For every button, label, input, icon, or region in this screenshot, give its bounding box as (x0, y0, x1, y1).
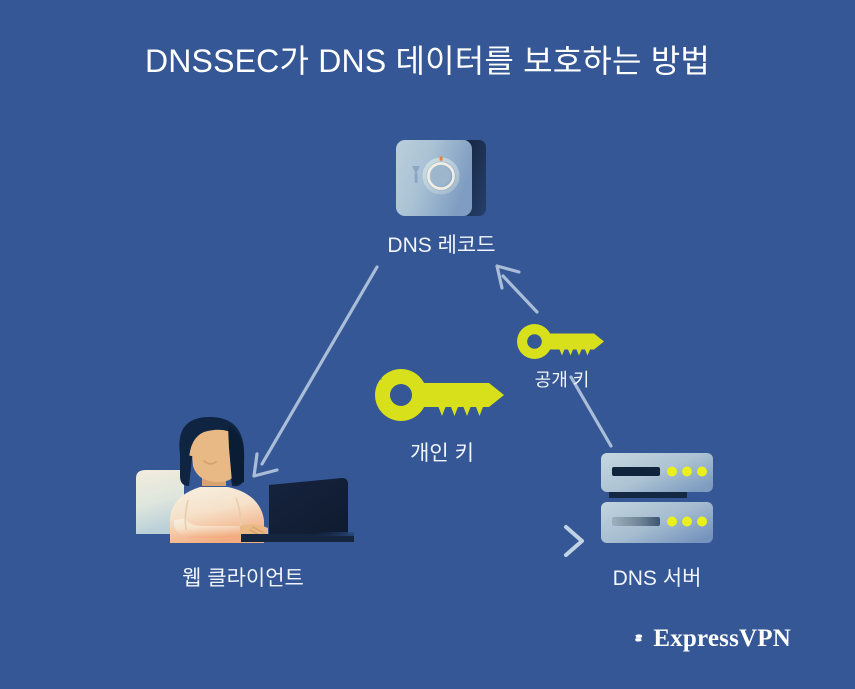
server-icon (601, 453, 713, 543)
vault-icon (396, 140, 486, 216)
dns-record-label: DNS 레코드 (387, 234, 496, 257)
dial-indicator-icon (439, 156, 443, 161)
key-icon (517, 324, 604, 359)
arrow-client-to-server (339, 525, 584, 557)
private-key-label: 개인 키 (410, 442, 474, 465)
server-unit-bottom (601, 502, 713, 543)
page-title: DNSSEC가 DNS 데이터를 보호하는 방법 (144, 43, 711, 79)
expressvpn-logo[interactable]: ExpressVPN (633, 620, 791, 656)
web-client-node[interactable] (128, 414, 354, 543)
server-shadow (609, 492, 687, 498)
vault-handle-icon (412, 166, 420, 183)
dns-server-label: DNS 서버 (612, 567, 702, 590)
public-key-label: 공개 키 (534, 370, 590, 390)
person-at-laptop-icon (136, 416, 354, 543)
expressvpn-e-logo-icon (635, 634, 643, 642)
expressvpn-wordmark: ExpressVPN (653, 624, 791, 652)
server-unit-top (601, 453, 713, 492)
desk-edge (314, 532, 354, 536)
dns-server-node[interactable] (600, 452, 714, 545)
public-key-icon[interactable] (516, 323, 608, 360)
key-icon (375, 369, 504, 421)
private-key-icon[interactable] (374, 368, 510, 422)
web-client-label: 웹 클라이언트 (182, 567, 304, 590)
face-shape (191, 422, 237, 482)
dns-record-node[interactable] (393, 136, 490, 220)
